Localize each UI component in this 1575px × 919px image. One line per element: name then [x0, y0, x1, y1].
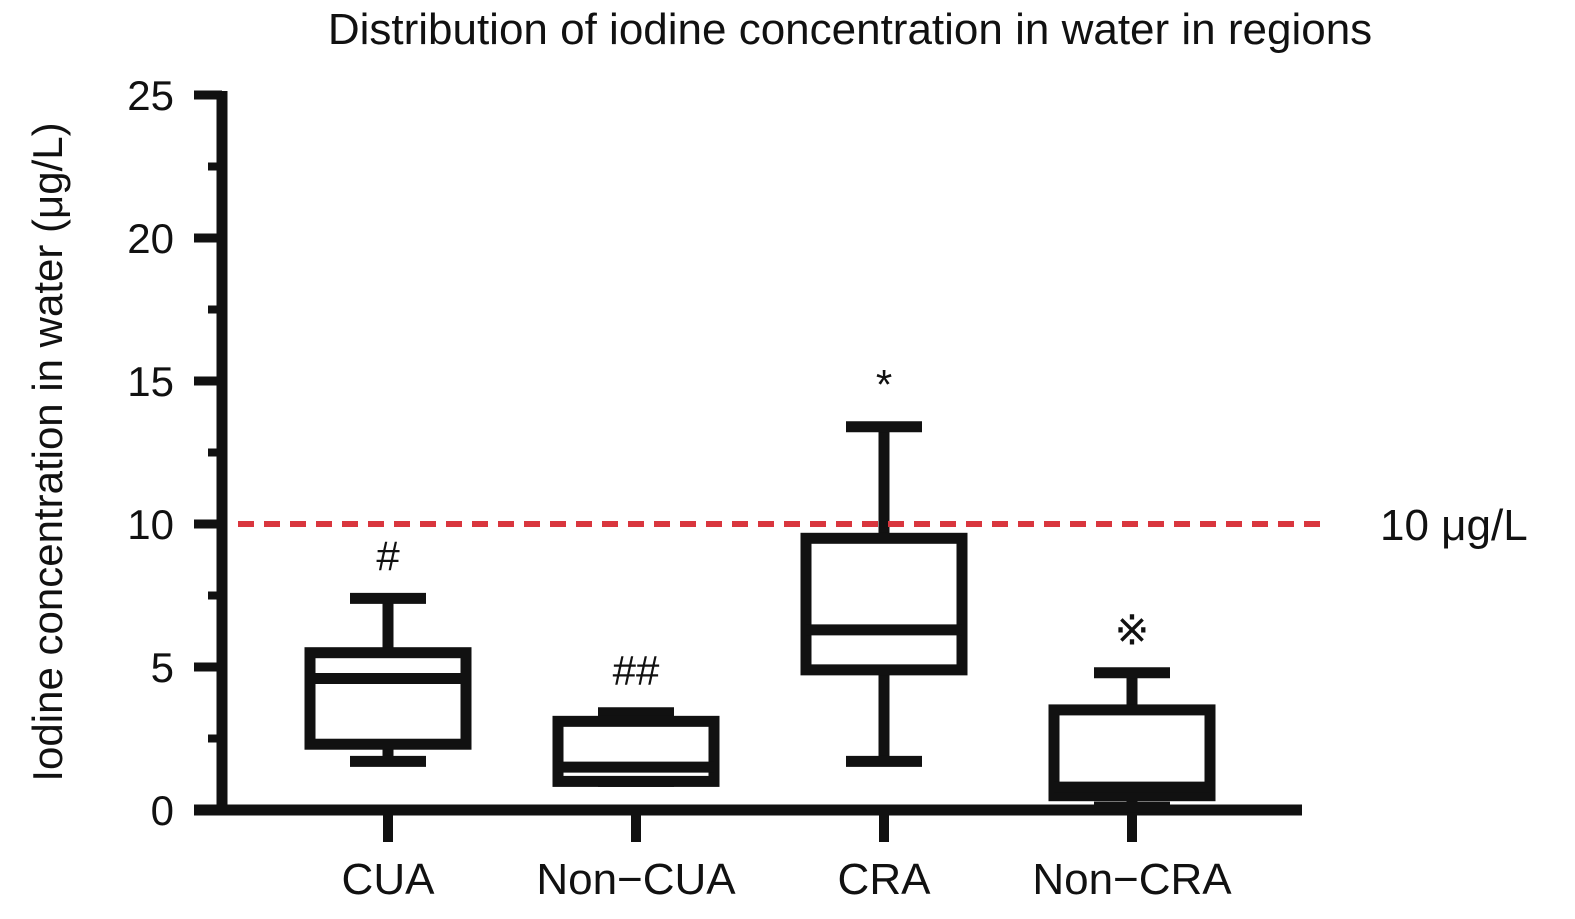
y-tick-label: 25 [127, 72, 174, 119]
reference-line-label: 10 μg/L [1380, 501, 1528, 550]
significance-annotation: * [876, 361, 892, 408]
box-iqr [800, 532, 968, 676]
significance-annotation: ※ [1114, 607, 1149, 654]
x-tick-label: Non−CRA [1032, 855, 1232, 904]
y-tick-label: 0 [151, 787, 174, 834]
y-tick-label: 20 [127, 215, 174, 262]
significance-annotation: # [376, 532, 400, 579]
y-tick-label: 5 [151, 644, 174, 691]
x-tick-label: Non−CUA [536, 855, 736, 904]
significance-annotation: ## [613, 647, 660, 694]
chart-title: Distribution of iodine concentration in … [328, 5, 1372, 54]
x-tick-label: CUA [342, 855, 436, 904]
y-axis-label: Iodine concentration in water (μg/L) [24, 122, 71, 781]
x-tick-label: CRA [838, 855, 932, 904]
box-iqr [304, 647, 472, 750]
y-tick-label: 15 [127, 358, 174, 405]
box-iqr [1048, 704, 1216, 802]
y-tick-label: 10 [127, 501, 174, 548]
